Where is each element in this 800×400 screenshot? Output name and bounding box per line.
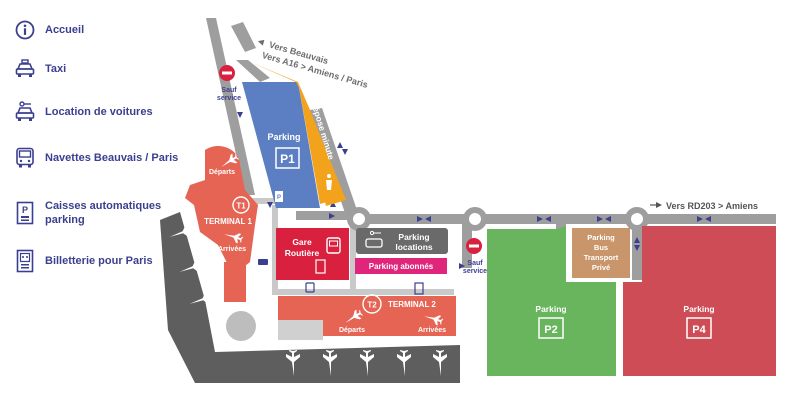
legend-label: Billetterie pour Paris	[45, 255, 153, 267]
parking-p1: Parking P1 P	[242, 82, 320, 208]
svg-text:P: P	[22, 205, 28, 215]
terminal-2: T2 TERMINAL 2 Départs Arrivées	[278, 282, 456, 340]
roundabout	[463, 207, 487, 231]
bus-icon	[305, 282, 315, 293]
legend-item-navettes: Navettes Beauvais / Paris	[14, 147, 178, 169]
bus-icon	[326, 237, 341, 254]
t2-badge: T2	[367, 301, 377, 310]
car-rental-icon	[14, 101, 36, 123]
legend-item-billetterie: Billetterie pour Paris	[14, 249, 153, 273]
legend-item-taxi: Taxi	[14, 58, 66, 80]
ticket-office-icon	[14, 249, 36, 273]
roundabout	[347, 207, 371, 231]
payment-machine-icon: P	[275, 191, 283, 202]
sauf-service-2-line1: Sauf	[467, 260, 483, 267]
bus-line1: Parking	[587, 233, 615, 242]
direction-north: Vers Beauvais Vers A16 > Amiens / Paris	[257, 40, 369, 90]
legend-item-caisses: P Caisses automatiques parking	[14, 199, 165, 227]
info-icon	[14, 19, 36, 41]
abonnes-label: Parking abonnés	[369, 262, 434, 271]
direction-east-label: Vers RD203 > Amiens	[666, 201, 758, 211]
p4-label: Parking	[683, 304, 714, 314]
t1-label: TERMINAL 1	[204, 217, 252, 226]
t1-arrivees: Arrivées	[218, 246, 246, 253]
legend-item-location: Location de voitures	[14, 101, 153, 123]
p2-label: Parking	[535, 304, 566, 314]
gare-routiere: Gare Routière	[276, 228, 349, 280]
gare-line1: Gare	[292, 237, 312, 247]
parking-locations: Parking locations	[356, 228, 448, 254]
taxi-icon	[258, 259, 268, 265]
bus-line3: Transport	[584, 253, 619, 262]
payment-machine-icon: P	[14, 201, 36, 225]
sauf-service-1-line1: Sauf	[221, 87, 237, 94]
person-icon	[326, 174, 332, 190]
bus-line2: Bus	[594, 243, 608, 252]
locations-line2: locations	[395, 242, 433, 252]
p1-badge: P1	[280, 152, 295, 166]
no-entry-icon	[219, 65, 235, 81]
car-rental-icon	[365, 230, 383, 248]
svg-text:P: P	[277, 195, 281, 201]
legend-label: Accueil	[45, 24, 85, 36]
t2-arrivees: Arrivées	[418, 327, 446, 334]
taxi-icon	[14, 58, 36, 80]
p4-badge: P4	[692, 324, 706, 336]
t2-departs: Départs	[339, 327, 365, 334]
bus-line4: Privé	[592, 263, 610, 272]
ticket-office-icon	[414, 282, 424, 295]
gare-line2: Routière	[285, 248, 320, 258]
legend-label: Navettes Beauvais / Paris	[45, 152, 179, 164]
ticket-office-icon	[315, 259, 326, 274]
t2-label: TERMINAL 2	[388, 300, 436, 309]
direction-east: Vers RD203 > Amiens	[650, 201, 758, 211]
t1-departs: Départs	[209, 169, 235, 176]
p1-label: Parking	[267, 132, 300, 142]
no-entry-icon	[466, 238, 482, 254]
legend-item-accueil: Accueil	[14, 19, 84, 41]
parking-p4: Parking P4	[623, 226, 776, 376]
apron	[160, 212, 460, 383]
map-legend: Accueil Taxi Location de voitures Navett…	[0, 0, 185, 400]
p2-badge: P2	[544, 324, 557, 336]
roundabout	[625, 207, 649, 231]
terminal-1: Départs T1 TERMINAL 1 Arrivées	[185, 145, 268, 341]
legend-label: Caisses automatiques parking	[45, 200, 162, 226]
legend-label: Location de voitures	[45, 106, 153, 118]
legend-label: Taxi	[45, 63, 67, 75]
bus-icon	[14, 147, 36, 169]
sauf-service-2-line2: service	[463, 268, 487, 275]
locations-line1: Parking	[398, 232, 429, 242]
sauf-service-1-line2: service	[217, 95, 241, 102]
parking-bus-prive: Parking Bus Transport Privé	[572, 228, 630, 278]
t1-badge: T1	[236, 202, 246, 211]
parking-p2: Parking P2	[487, 226, 616, 376]
parking-abonnes: Parking abonnés	[355, 258, 447, 274]
